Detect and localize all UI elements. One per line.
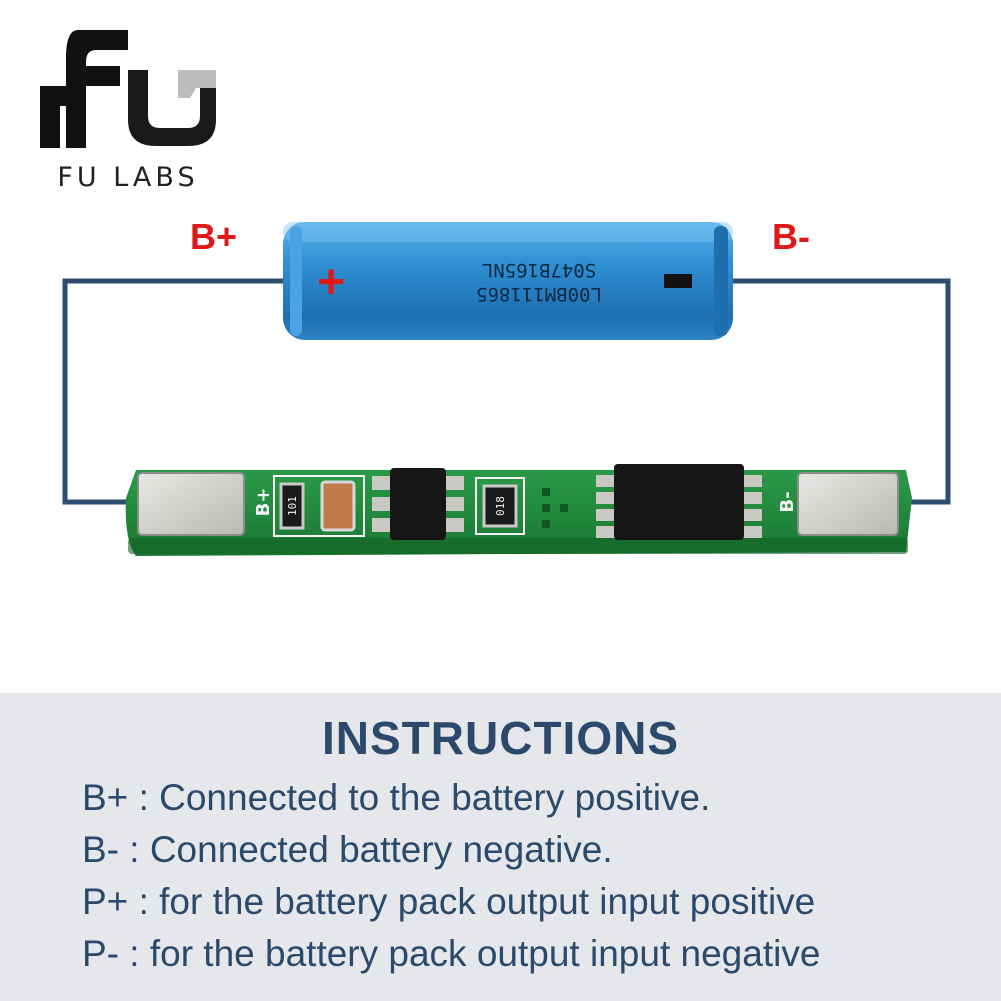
pad-bminus (797, 472, 899, 536)
resistor-r2-code: 018 (494, 496, 507, 516)
battery-print-2: S047B165NL (482, 259, 596, 281)
instructions-title: INSTRUCTIONS (322, 712, 679, 764)
instruction-line-pplus: P+ : for the battery pack output input p… (82, 881, 816, 922)
label-b-plus: B+ (190, 216, 238, 257)
wire-positive (62, 278, 290, 505)
silk-bplus: B+ (253, 488, 274, 517)
instruction-line-bplus: B+ : Connected to the battery positive. (82, 777, 711, 818)
resistor-r2 (475, 477, 525, 535)
battery-minus-symbol (664, 274, 692, 288)
resistor-r1 (273, 475, 365, 537)
circuit-diagram: + L00BM111865 S047B165NL B+ B- 101 (62, 222, 951, 556)
ic-protection (372, 468, 464, 540)
vias (542, 488, 568, 528)
logo-wordmark: FU LABS (57, 162, 199, 193)
battery-cell (283, 222, 733, 340)
instructions-panel: INSTRUCTIONS B+ : Connected to the batte… (0, 693, 1001, 1001)
battery-plus-symbol: + (317, 256, 345, 309)
ic-mosfet (596, 464, 762, 540)
instruction-line-bminus: B- : Connected battery negative. (82, 829, 613, 870)
instruction-line-pminus: P- : for the battery pack output input n… (82, 933, 821, 974)
silk-bminus: B- (777, 491, 798, 512)
pad-bplus (137, 472, 245, 536)
battery-print-1: L00BM111865 (476, 283, 602, 305)
label-b-minus: B- (772, 216, 810, 257)
resistor-r1-code: 101 (286, 496, 299, 516)
wire-negative (720, 278, 951, 505)
fu-labs-logo (40, 30, 216, 148)
